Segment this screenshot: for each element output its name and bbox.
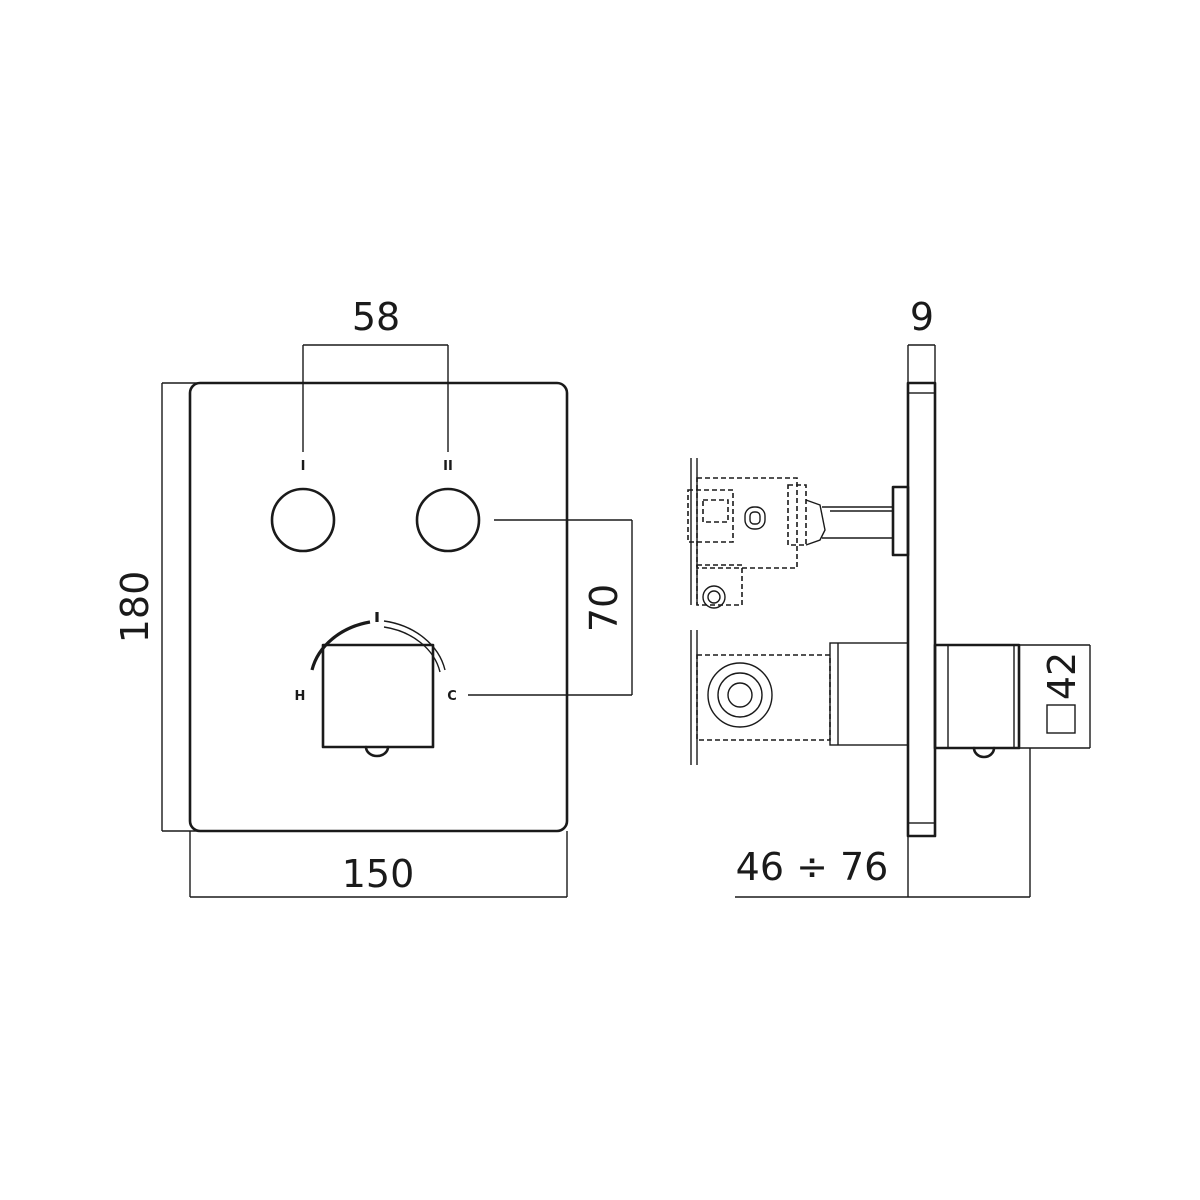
dimension-9: 9: [907, 295, 936, 383]
faceplate-edge-bottom: [907, 822, 936, 837]
dimension-9-label: 9: [910, 295, 934, 339]
side-handle: [933, 643, 1021, 759]
cold-scale-arc: [383, 620, 446, 671]
outlet-two-mark: II: [443, 459, 453, 474]
dimension-180: 180: [113, 382, 200, 832]
dimension-70: 70: [468, 519, 633, 696]
dimension-70-label: 70: [582, 584, 626, 632]
dimension-42: 42: [1019, 644, 1091, 749]
side-view: 9 46 ÷ 76 42: [687, 295, 1091, 898]
dimension-58: 58: [302, 295, 449, 452]
thermostat-handle: [321, 643, 435, 749]
square-symbol: [1046, 704, 1076, 734]
side-faceplate: [906, 381, 937, 838]
dimension-150-label: 150: [342, 852, 415, 896]
hot-scale-arc: [310, 620, 371, 671]
dimension-150: 150: [189, 831, 568, 898]
thermostat-body: [690, 630, 909, 765]
hot-mark: H: [295, 689, 306, 704]
dimension-46-76-label: 46 ÷ 76: [736, 845, 889, 889]
faceplate: [188, 381, 569, 833]
dimension-46-76: 46 ÷ 76: [735, 748, 1031, 898]
outlet-two-button: [415, 487, 481, 553]
dimension-58-label: 58: [352, 295, 400, 339]
outlet-one-button: [270, 487, 336, 553]
outlet-one-mark: I: [301, 459, 306, 474]
dimension-180-label: 180: [113, 571, 157, 644]
faceplate-edge-top: [907, 382, 936, 394]
front-view: I II H C 58 180 150: [113, 295, 633, 898]
dimension-42-label: 42: [1040, 652, 1084, 700]
handle-indicator: [364, 745, 390, 758]
cold-mark: C: [447, 689, 457, 704]
diverter-body: [687, 458, 910, 609]
cold-scale-arc-inner: [383, 626, 441, 673]
